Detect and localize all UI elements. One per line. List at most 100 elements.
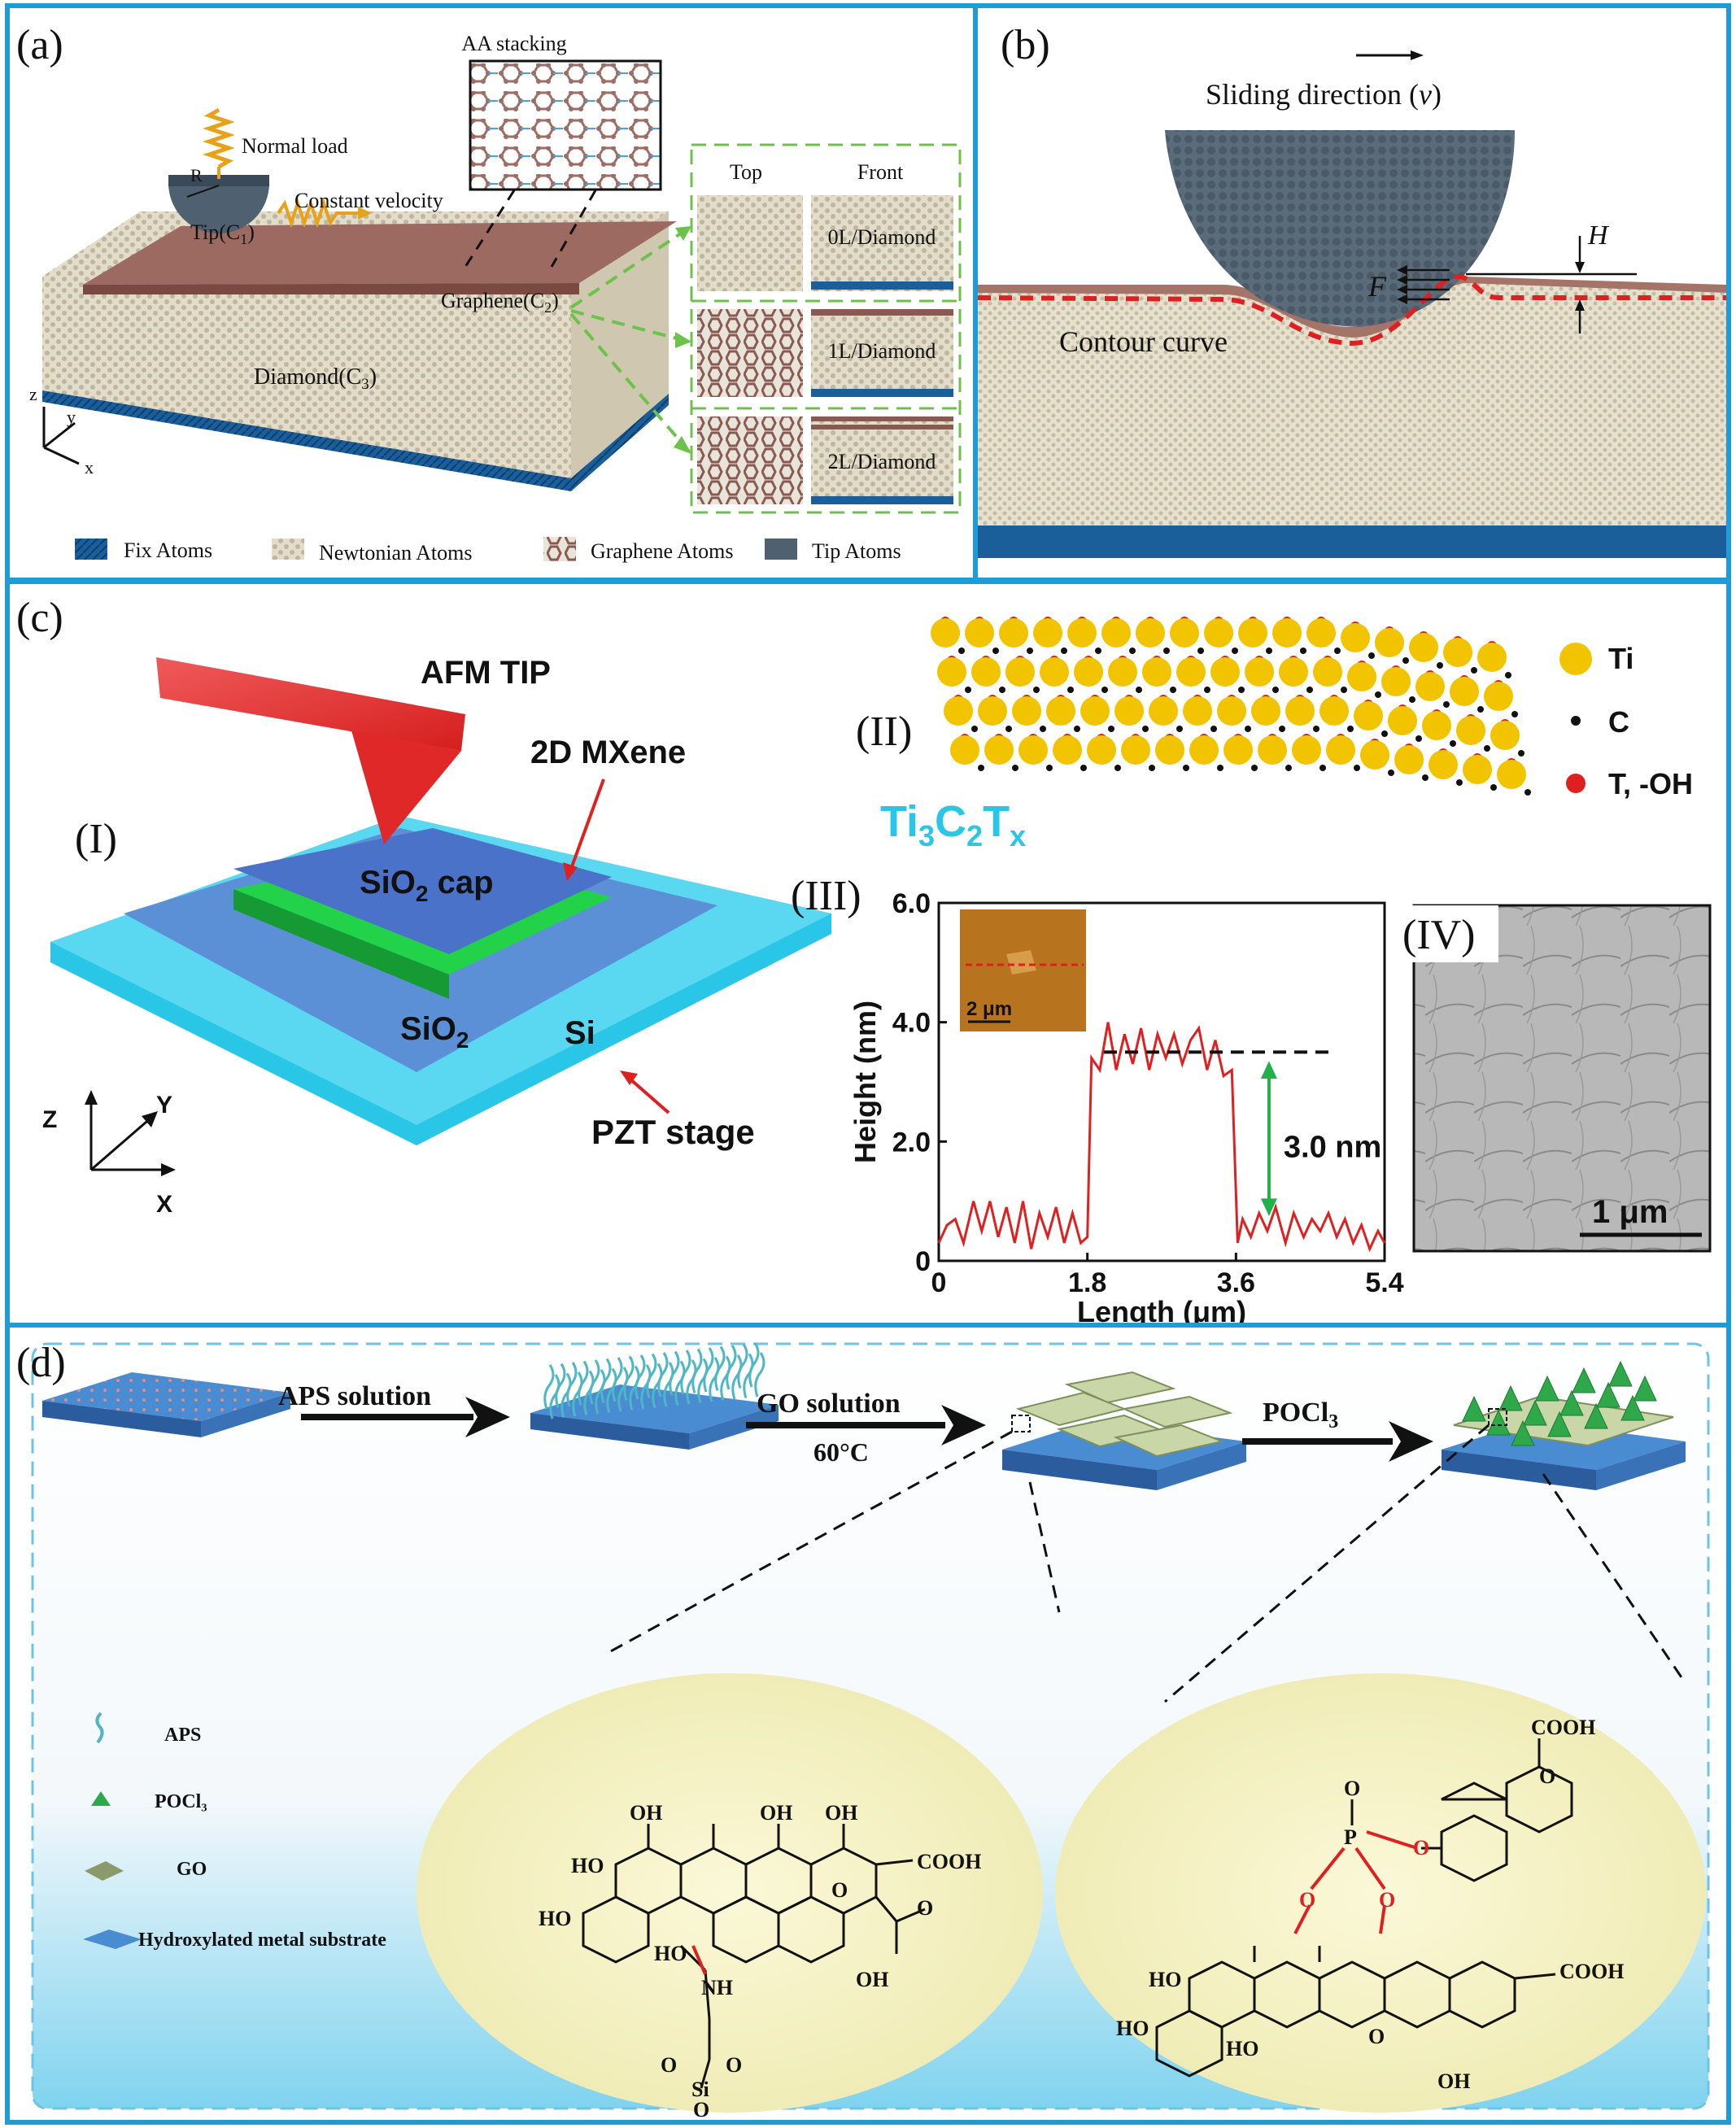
panel-b: (b) Sliding direction (v) F H Contour cu…: [973, 3, 1731, 582]
sio2-cap-label: SiO2 cap: [360, 865, 494, 906]
force-label: F: [1367, 270, 1387, 303]
arrowhead: [85, 1090, 98, 1105]
arrowhead: [674, 436, 691, 454]
ti-atom: [1074, 657, 1103, 687]
c-atom: [1027, 648, 1033, 654]
ti-atom: [984, 735, 1014, 765]
ti-atom: [1251, 696, 1280, 726]
zoom-box-2: [1488, 1408, 1507, 1426]
roman-2: (II): [856, 709, 912, 755]
aps-fiber: [543, 1364, 555, 1410]
axis-x: X: [156, 1191, 172, 1218]
ti-atom: [1409, 633, 1438, 662]
sio2-cap: [233, 828, 612, 954]
aps-fiber: [623, 1355, 635, 1401]
chem-label: OH: [856, 1968, 888, 1991]
arrowhead: [1397, 294, 1407, 304]
ti-atom: [1490, 721, 1520, 750]
c-atom: [1163, 648, 1170, 654]
chem-label: O: [1539, 1764, 1555, 1788]
c-atom: [1388, 770, 1394, 776]
pocl3-pyramid: [1584, 1402, 1608, 1429]
ti-atom: [1285, 696, 1315, 726]
tip-body: [1165, 130, 1515, 327]
y-tick-label: 0: [915, 1246, 931, 1277]
c-atom: [1511, 711, 1518, 717]
ti-atom: [1189, 735, 1219, 765]
col-front-label: Front: [857, 160, 904, 184]
legend: Fix Atoms Newtonian Atoms Graphene Atoms…: [75, 537, 901, 565]
c-atom: [1183, 765, 1189, 771]
legend-t-dot: [1566, 774, 1586, 793]
ti-atom: [1053, 735, 1082, 765]
c-atom: [1204, 687, 1210, 693]
ti-atom: [1463, 755, 1492, 784]
chem-label: O: [1299, 1888, 1315, 1912]
c-atom: [1095, 648, 1101, 654]
c-atom: [1505, 672, 1511, 678]
legend-c-dot: [1571, 716, 1581, 726]
legend-label: Hydroxylated metal substrate: [138, 1930, 386, 1951]
c-atom: [1437, 662, 1443, 669]
c-atom: [1238, 687, 1245, 693]
ti-atom: [1046, 696, 1075, 726]
substrate-3-edge: [1002, 1450, 1157, 1490]
mxene-formula: Ti3C2Tx: [880, 797, 1026, 853]
ti-atom: [1347, 662, 1376, 691]
afm-tip-label: AFM TIP: [421, 655, 551, 691]
tem-scale-label: 1 μm: [1592, 1194, 1668, 1230]
chem-label: COOH: [1531, 1716, 1595, 1739]
legend-label: APS: [164, 1725, 201, 1746]
aps-fiber: [674, 1360, 686, 1406]
step-annotation: 3.0 nm: [1284, 1131, 1381, 1165]
row-0L: 0L/Diamond: [697, 195, 953, 291]
arrowhead: [1397, 275, 1407, 285]
aps-fiber: [669, 1350, 680, 1396]
c-atom: [1272, 687, 1279, 693]
force-arrows: [1401, 268, 1450, 301]
tem-image: [1412, 904, 1712, 1253]
aps-fiber: [657, 1352, 669, 1398]
ti-atom: [1210, 657, 1240, 687]
c-atom: [1232, 648, 1238, 654]
ti-atom: [978, 696, 1007, 726]
ti-atom: [1155, 735, 1184, 765]
legend-t: T, -OH: [1608, 767, 1693, 800]
c-atom: [1518, 750, 1524, 757]
pocl3-pyramid: [1633, 1375, 1657, 1402]
ti-atom: [1428, 750, 1458, 779]
aps-fiber: [714, 1345, 726, 1391]
chem-label: HO: [1226, 2037, 1258, 2060]
c-atom: [1176, 726, 1183, 732]
x-tick-label: 0: [931, 1267, 947, 1298]
direction-arrowhead: [1411, 50, 1424, 60]
c-atom: [1306, 687, 1313, 693]
aps-fiber: [578, 1360, 589, 1406]
h-label: H: [1587, 220, 1610, 251]
row-label: 2L/Diamond: [828, 450, 936, 473]
chem-label: OH: [825, 1801, 857, 1825]
c-atom: [1368, 652, 1375, 659]
legend-label: GO: [177, 1859, 207, 1880]
ti-atom: [1443, 638, 1472, 667]
roman-4-bg: [1402, 905, 1498, 962]
chem-label: HO: [1116, 2017, 1149, 2040]
ti-atom: [1012, 696, 1041, 726]
arrowhead: [675, 332, 691, 348]
pocl3-pyramid: [1498, 1385, 1523, 1411]
ti-atom: [1080, 696, 1110, 726]
c-atom: [1484, 745, 1490, 752]
c-atom: [1040, 726, 1046, 732]
ti-atom: [1018, 735, 1048, 765]
pocl3-pyramid: [1559, 1389, 1584, 1416]
ti-atom: [965, 618, 994, 648]
pzt-label: PZT stage: [591, 1113, 755, 1151]
ti-atom: [1176, 657, 1206, 687]
aps-fiber: [640, 1364, 652, 1410]
panel-b-label: (b): [1001, 22, 1050, 68]
c-atom: [965, 687, 971, 693]
chem-label: HO: [539, 1907, 571, 1930]
contour-curve-label: Contour curve: [1059, 325, 1228, 358]
panel-d: (d) APS solution GO solution 60°C POCl3: [5, 1323, 1731, 2125]
